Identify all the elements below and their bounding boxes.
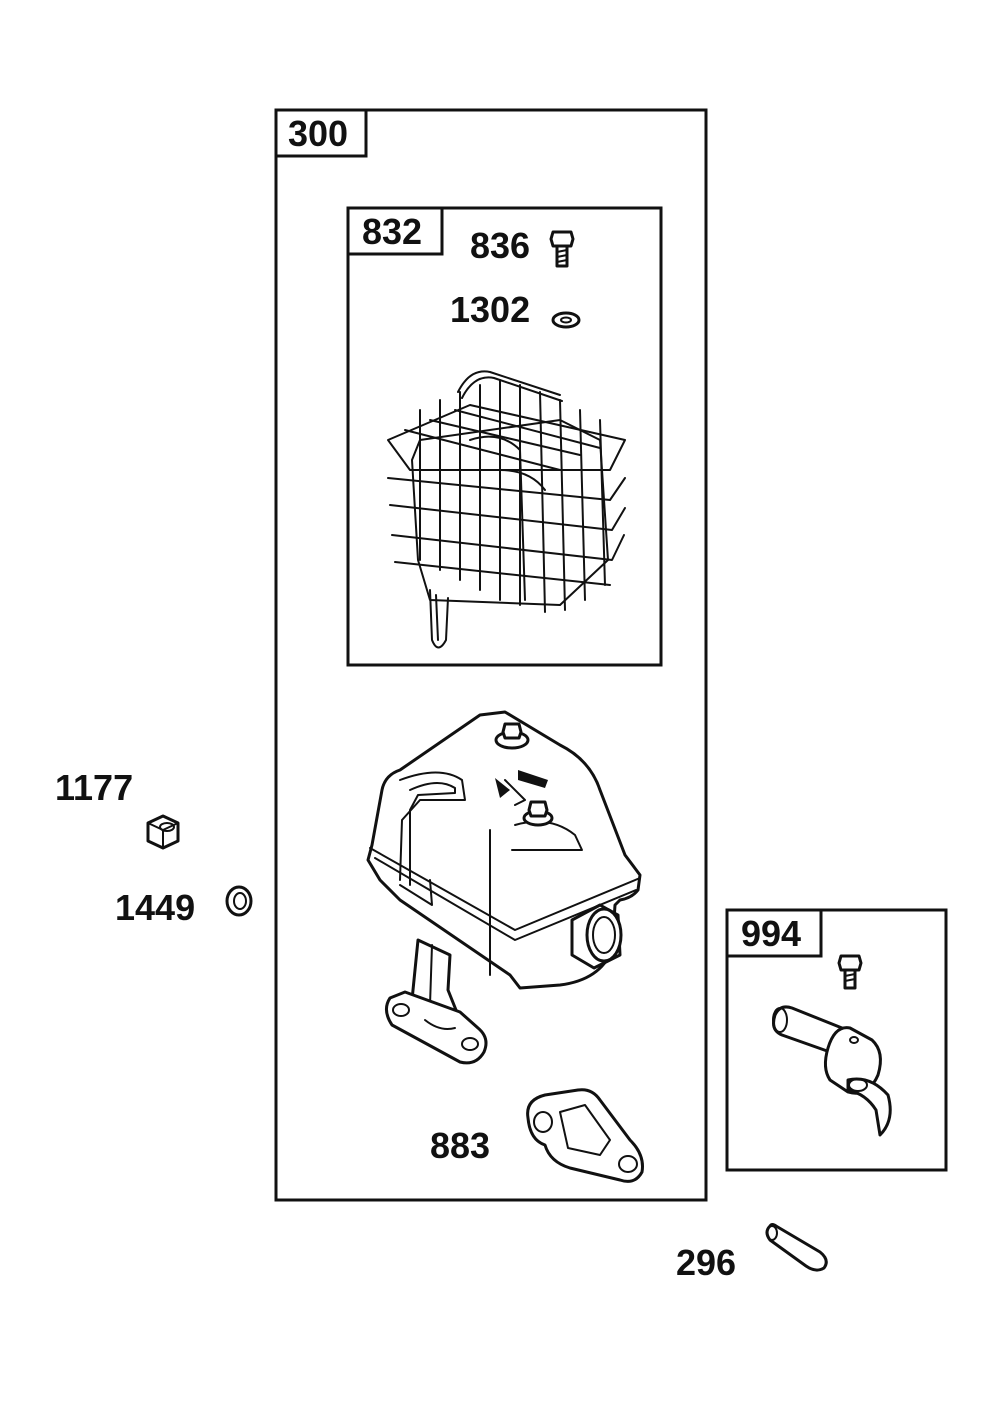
group-994-frame: 994 xyxy=(725,908,948,1172)
callout-836[interactable]: 836 xyxy=(470,225,530,266)
bolt-icon xyxy=(549,230,575,268)
pin-icon xyxy=(765,1223,828,1272)
group-300-frame: 300 xyxy=(274,108,708,1202)
callout-883[interactable]: 883 xyxy=(430,1125,490,1166)
callout-1302[interactable]: 1302 xyxy=(450,289,530,330)
muffler-guard-icon xyxy=(387,370,626,649)
deflector-icon xyxy=(772,1005,892,1137)
callout-832[interactable]: 832 xyxy=(362,211,422,252)
gasket-icon xyxy=(526,1088,644,1183)
washer-icon xyxy=(551,311,581,329)
hex-nut-icon xyxy=(146,814,180,850)
callout-296[interactable]: 296 xyxy=(676,1242,736,1283)
callout-1449[interactable]: 1449 xyxy=(115,887,195,928)
group-832-frame: 832 xyxy=(346,206,663,667)
washer-icon xyxy=(225,885,253,917)
callout-300[interactable]: 300 xyxy=(288,113,348,154)
callout-1177[interactable]: 1177 xyxy=(55,767,133,808)
bolt-icon xyxy=(837,954,863,990)
muffler-icon xyxy=(366,710,642,1065)
callout-994[interactable]: 994 xyxy=(741,913,801,954)
